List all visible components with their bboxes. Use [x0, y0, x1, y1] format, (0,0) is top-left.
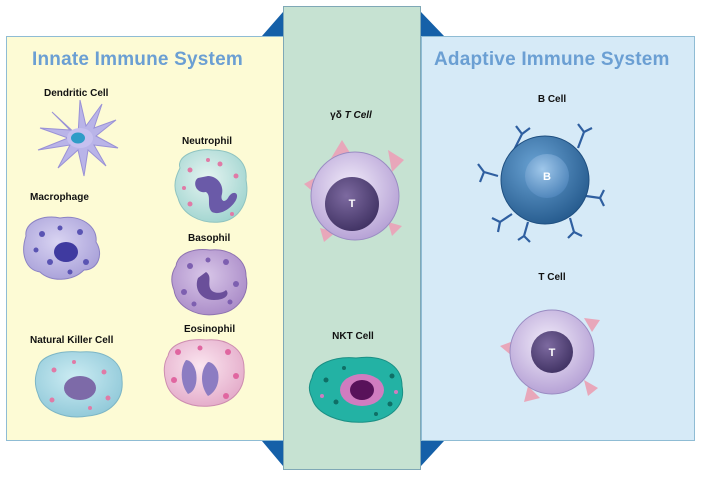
gamma-delta-t-cell-drawing: T [304, 140, 404, 242]
innate-title: Innate Immune System [32, 49, 243, 70]
gamma-delta-suffix: T Cell [344, 110, 372, 121]
gamma-delta-t-letter: T [349, 198, 356, 210]
adaptive-t-letter: T [549, 347, 556, 359]
nk-cell-drawing [34, 351, 123, 418]
label-dendritic-cell: Dendritic Cell [44, 88, 109, 99]
label-b-cell: B Cell [537, 94, 567, 105]
basophil-drawing [171, 249, 248, 316]
neutrophil-drawing [174, 149, 248, 223]
gamma-delta-prefix: γδ [330, 110, 342, 121]
label-nkt-cell: NKT Cell [332, 331, 374, 342]
dendritic-cell-drawing [37, 99, 119, 177]
triangle-bottom-right [421, 441, 444, 466]
label-eosinophil: Eosinophil [184, 324, 236, 335]
label-gamma-delta-t-cell: γδ T Cell [330, 110, 372, 121]
triangle-top-right [421, 12, 444, 36]
adaptive-title: Adaptive Immune System [434, 49, 670, 70]
b-cell-drawing [477, 123, 605, 243]
eosinophil-drawing [163, 339, 245, 407]
label-basophil: Basophil [188, 233, 231, 244]
macrophage-drawing [23, 216, 100, 280]
b-cell-body: B [500, 135, 590, 225]
triangle-top-left [262, 12, 283, 36]
triangle-bottom-left [262, 441, 283, 466]
b-cell-letter: B [543, 171, 551, 183]
label-t-cell: T Cell [538, 272, 566, 283]
adaptive-t-cell-drawing: T [500, 309, 600, 402]
nkt-cell-drawing [308, 356, 404, 423]
label-natural-killer-cell: Natural Killer Cell [30, 335, 114, 346]
label-macrophage: Macrophage [30, 192, 89, 203]
label-neutrophil: Neutrophil [182, 136, 232, 147]
